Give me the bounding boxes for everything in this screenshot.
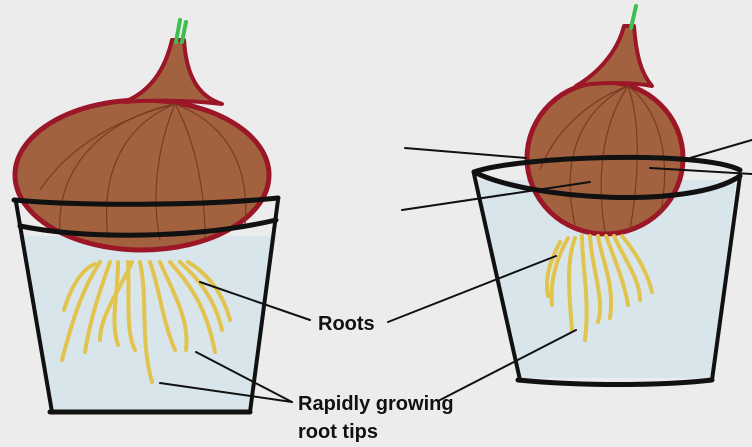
pointer-line-tips-left-1	[159, 382, 293, 403]
left-onion-neck	[122, 38, 224, 106]
right-glass-rim-front	[471, 169, 743, 200]
root-tips-label-line2: root tips	[298, 421, 378, 443]
pointer-line-unlabeled-2	[401, 181, 591, 211]
left-glass	[11, 195, 281, 415]
left-onion-setup	[11, 18, 281, 415]
left-onion-sprout	[174, 18, 188, 44]
pointer-line-roots-left	[199, 281, 311, 321]
pointer-line-unlabeled-1	[404, 147, 527, 159]
right-glass-left-wall	[472, 172, 522, 382]
left-glass-left-wall	[14, 200, 54, 414]
right-glass-right-wall	[710, 174, 742, 382]
pointer-lines	[159, 139, 752, 403]
pointer-line-unlabeled-4	[649, 167, 752, 175]
left-onion-veins	[39, 103, 247, 241]
right-roots	[544, 234, 654, 342]
left-glass-rim	[11, 195, 281, 207]
right-glass	[471, 154, 743, 387]
pointer-line-tips-right	[439, 329, 577, 401]
left-glass-right-wall	[248, 198, 280, 414]
right-water	[474, 180, 736, 378]
right-onion-sprout	[629, 4, 638, 30]
left-roots	[60, 260, 232, 384]
right-glass-base	[515, 377, 715, 387]
right-onion-neck	[574, 24, 654, 88]
right-onion-setup	[471, 4, 743, 387]
root-tips-label-line1: Rapidly growing	[298, 393, 454, 415]
left-water	[22, 236, 276, 410]
right-glass-rim-back	[471, 154, 743, 175]
pointer-line-tips-left-2	[195, 351, 293, 403]
roots-label: Roots	[318, 313, 375, 335]
pointer-line-roots-right	[387, 255, 557, 323]
left-glass-waterline	[17, 217, 279, 238]
pointer-line-unlabeled-3	[689, 139, 752, 159]
